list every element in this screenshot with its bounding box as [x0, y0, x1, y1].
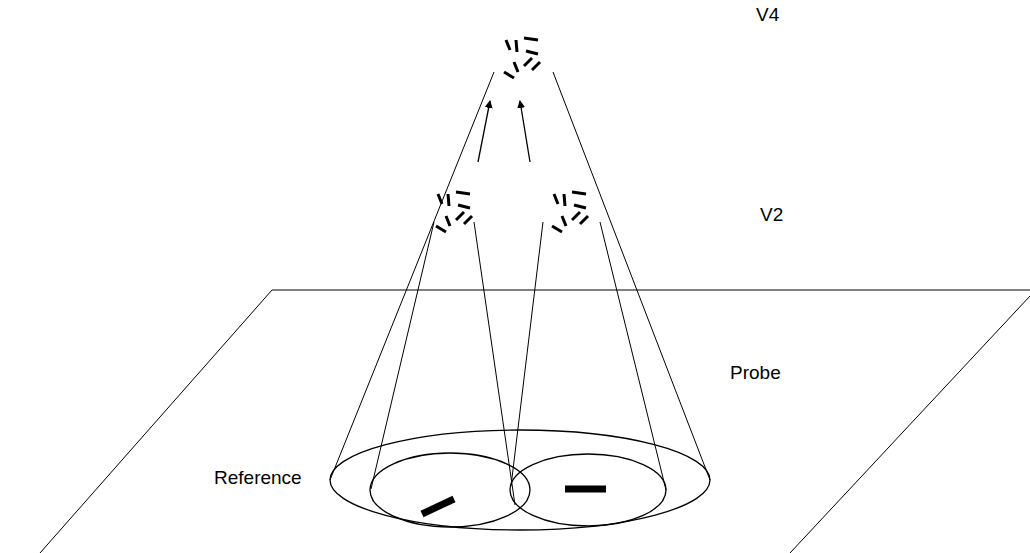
stimulus-label: Probe — [730, 362, 781, 385]
arrows — [478, 101, 530, 162]
area-label: V2 — [760, 204, 783, 227]
projection-lines — [330, 72, 710, 505]
stimulus-label: Reference — [214, 467, 302, 490]
neuron-clusters — [436, 38, 588, 232]
area-label: V4 — [756, 4, 779, 27]
receptive-fields — [330, 430, 710, 530]
plane — [40, 290, 1030, 553]
